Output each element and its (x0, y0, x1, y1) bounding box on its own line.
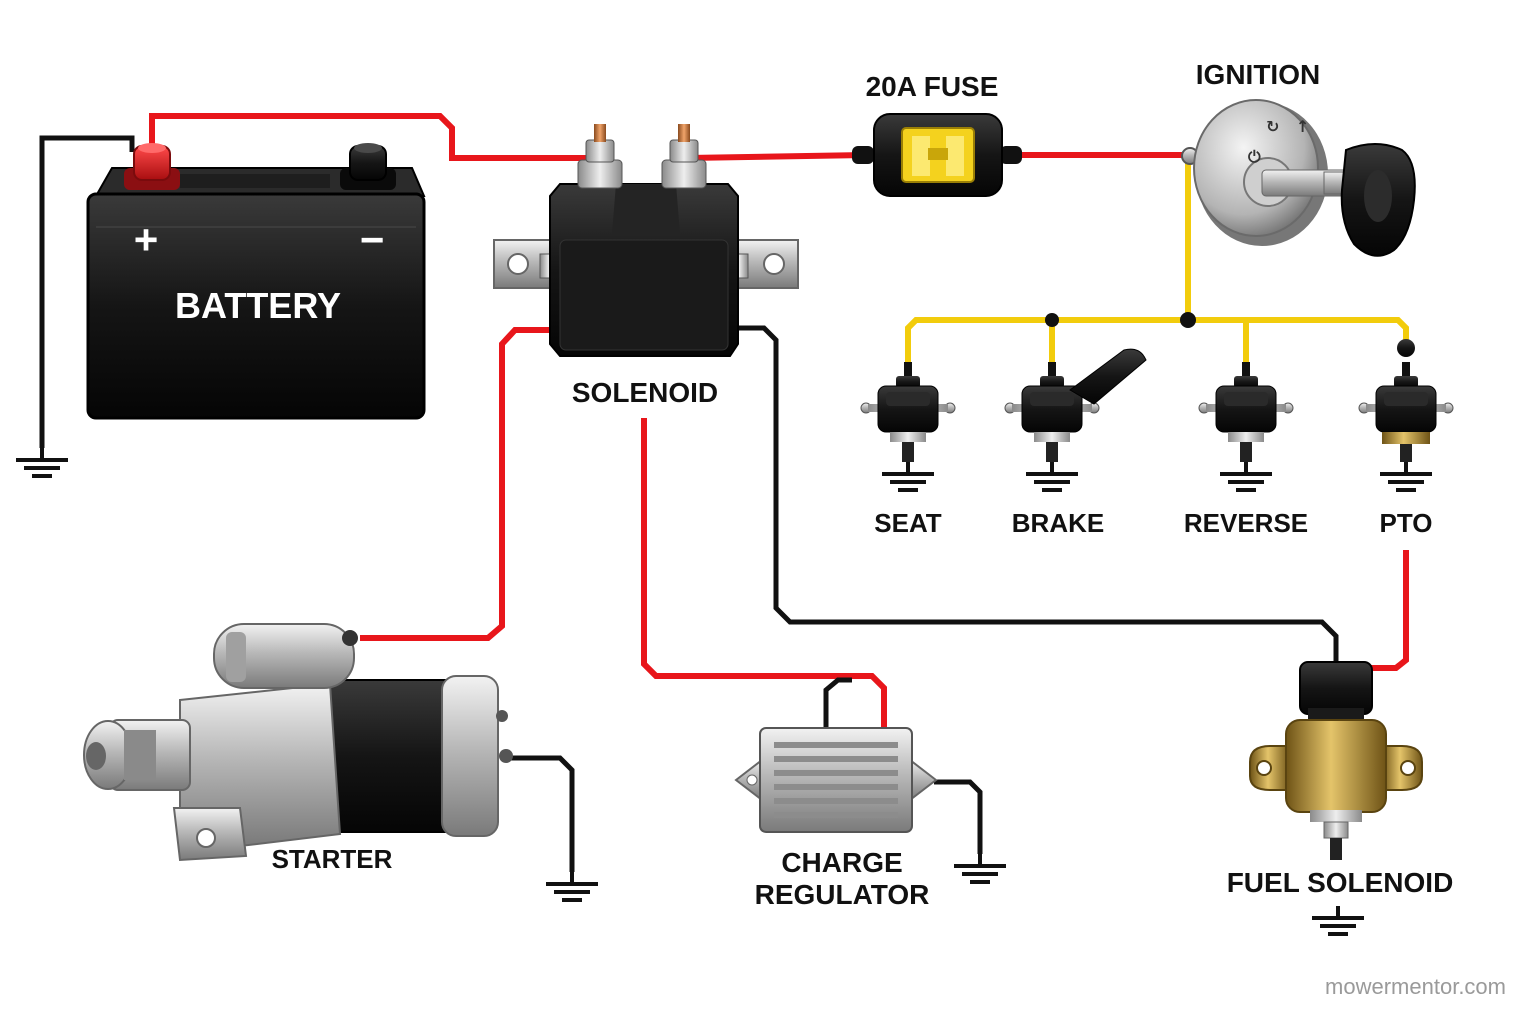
pto-label: PTO (1380, 508, 1433, 538)
charge-regulator-icon (734, 727, 938, 833)
solenoid-to-fuel-solenoid-wire (738, 325, 1339, 668)
key-icon (1323, 143, 1416, 257)
fuse-label: 20A FUSE (866, 71, 999, 102)
starter-motor-icon (83, 623, 513, 862)
reverse-ground-symbol-icon (1218, 460, 1274, 492)
reverse-switch: REVERSE (1184, 361, 1308, 538)
battery-ground-wire (39, 135, 135, 448)
regulator-black-lead (823, 677, 852, 728)
switch-bus-wire (905, 317, 1409, 362)
seat-label: SEAT (874, 508, 942, 538)
ignition-start-symbol: ↑ (1296, 117, 1309, 136)
plunger-switch-icon (1004, 361, 1100, 463)
wires (39, 113, 1409, 872)
battery-plus-sign: + (134, 216, 159, 263)
starter-ground-wire (508, 755, 575, 872)
plunger-switch-icon (860, 361, 956, 463)
ignition-run-symbol: ↻ (1266, 117, 1279, 136)
battery-positive-terminal (124, 143, 180, 190)
regulator-ground-symbol-icon (952, 852, 1008, 884)
regulator-ground-wire (934, 779, 983, 854)
brake-label: BRAKE (1012, 508, 1104, 538)
solenoid-to-regulator-wire (641, 418, 887, 728)
battery-minus-sign: − (360, 216, 385, 263)
plunger-switch-icon (1198, 361, 1294, 463)
battery-label: BATTERY (175, 285, 341, 326)
battery-icon: + − BATTERY (86, 143, 426, 420)
battery-negative-terminal (340, 143, 396, 190)
pto-switch: PTO (1358, 339, 1454, 538)
plunger-switch-icon (1358, 361, 1454, 463)
bus-junction-ignition (1180, 312, 1196, 328)
ignition-off-symbol: ⏻ (1248, 147, 1261, 166)
starter-label: STARTER (272, 844, 393, 874)
bus-junction-brake (1045, 313, 1059, 327)
solenoid-label: SOLENOID (572, 377, 718, 408)
starter-ground-symbol-icon (544, 870, 600, 902)
fuel-solenoid-ground-symbol-icon (1310, 904, 1366, 936)
solenoid-icon (493, 124, 799, 357)
battery-ground-symbol-icon (14, 446, 70, 478)
charge-regulator-label-line2: REGULATOR (755, 879, 930, 910)
fuel-solenoid-label: FUEL SOLENOID (1227, 867, 1454, 898)
reverse-label: REVERSE (1184, 508, 1308, 538)
charge-regulator-label-line1: CHARGE (781, 847, 902, 878)
solenoid-to-starter-wire (360, 327, 552, 641)
ignition-label: IGNITION (1196, 59, 1320, 90)
solenoid-to-fuse-wire (687, 152, 867, 161)
brake-switch: BRAKE (1004, 348, 1147, 538)
solenoid-terminal-right (661, 124, 707, 189)
battery-to-solenoid-wire (149, 113, 600, 161)
watermark: mowermentor.com (1325, 974, 1506, 999)
seat-ground-symbol-icon (880, 460, 936, 492)
fuel-solenoid-icon (1249, 661, 1423, 860)
brake-lever-icon (1069, 348, 1147, 405)
brake-ground-symbol-icon (1024, 460, 1080, 492)
pto-ground-symbol-icon (1378, 460, 1434, 492)
seat-switch: SEAT (860, 361, 956, 538)
fuse-icon (852, 113, 1022, 197)
solenoid-terminal-left (577, 124, 623, 189)
pto-to-fuel-solenoid-wire (1368, 550, 1409, 671)
